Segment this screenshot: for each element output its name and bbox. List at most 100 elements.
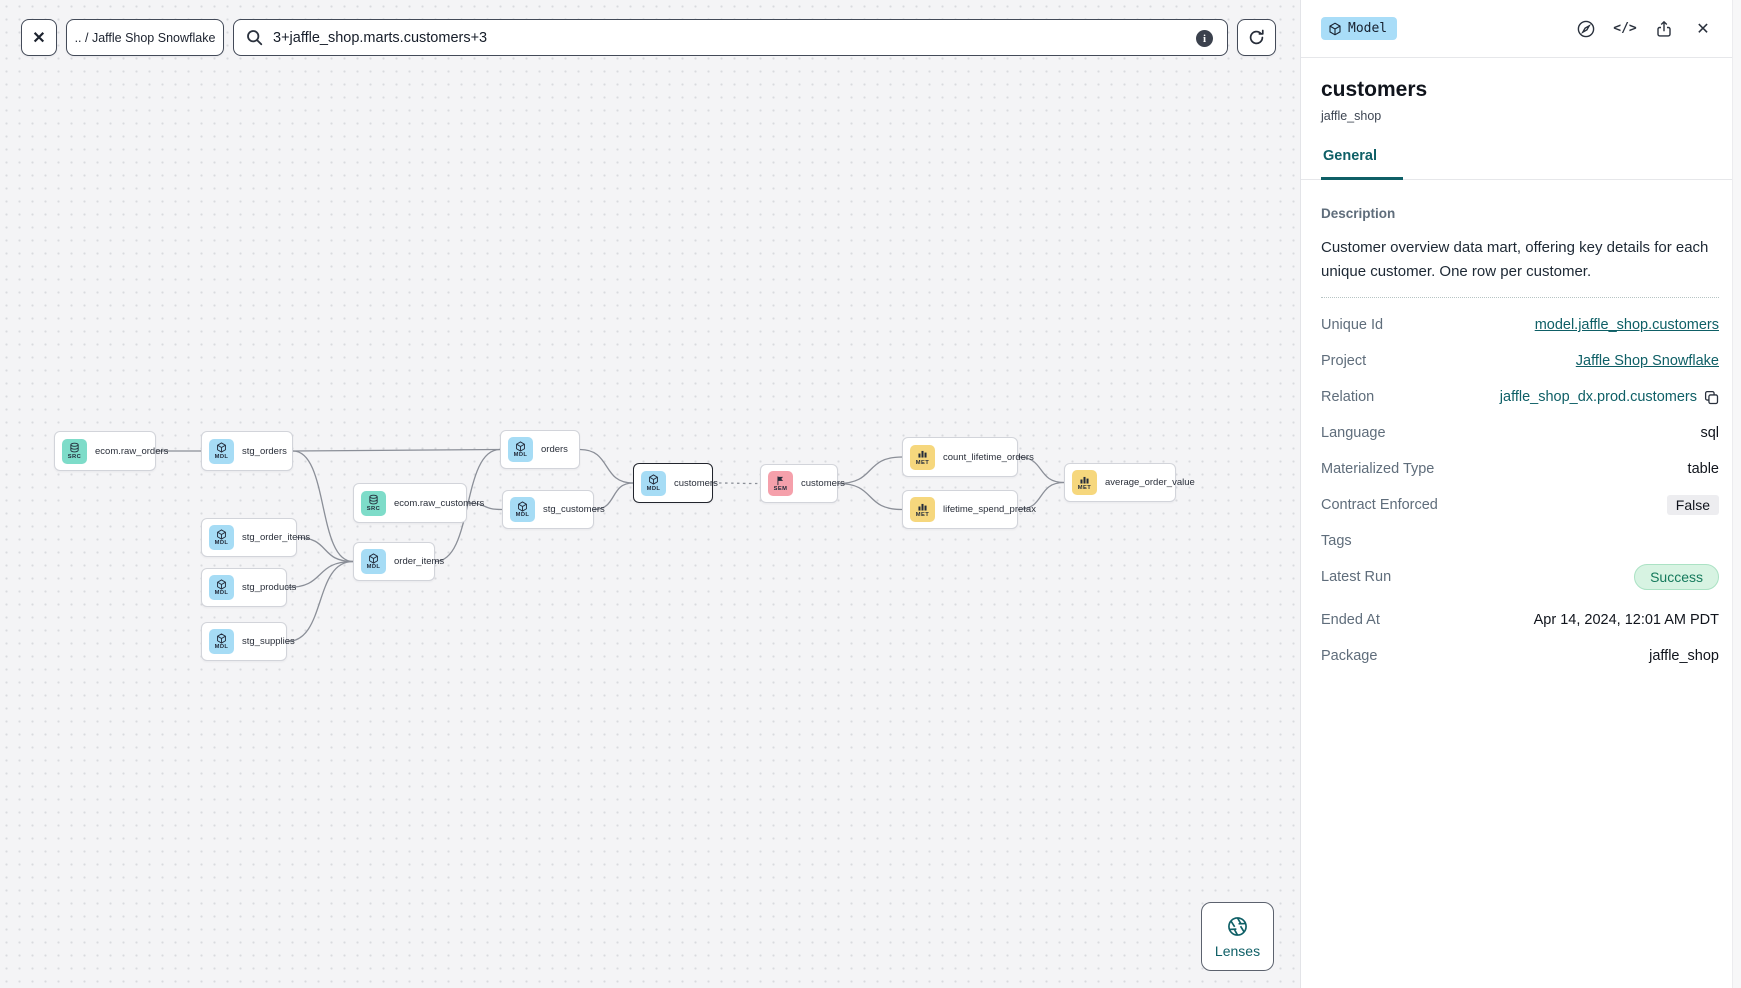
edge-customers_sem-to-count_lifetime bbox=[837, 456, 903, 485]
node-label: order_items bbox=[394, 556, 445, 567]
lenses-icon bbox=[1228, 916, 1247, 936]
graph-node-customers[interactable]: MDL customers bbox=[633, 463, 718, 503]
unique-id-link[interactable]: model.jaffle_shop.customers bbox=[1534, 317, 1719, 333]
detail-row-contract-enforced: Contract Enforced False bbox=[1321, 487, 1719, 523]
breadcrumb-label: .. / Jaffle Shop Snowflake bbox=[74, 30, 216, 45]
edge-raw_customers-to-stg_customers bbox=[466, 502, 503, 511]
section-divider bbox=[1321, 297, 1719, 298]
model-cube-icon bbox=[1329, 22, 1341, 35]
node-label: ecom.raw_customers bbox=[394, 497, 485, 509]
refresh-icon bbox=[1249, 29, 1264, 45]
node-label: stg_products bbox=[242, 582, 297, 593]
node-label: orders bbox=[541, 444, 568, 455]
contract-enforced-chip: False bbox=[1666, 495, 1719, 515]
metric-icon: MET bbox=[910, 444, 935, 470]
panel-header: Model </> ✕ bbox=[1301, 0, 1741, 58]
metric-icon: MET bbox=[910, 497, 935, 522]
lineage-canvas[interactable]: ✕ .. / Jaffle Shop Snowflake i Lenses SR… bbox=[0, 0, 1300, 988]
node-label: customers bbox=[674, 477, 718, 489]
source-icon: SRC bbox=[361, 490, 386, 516]
breadcrumb[interactable]: .. / Jaffle Shop Snowflake bbox=[66, 19, 224, 56]
detail-row-language: Language sql bbox=[1321, 415, 1719, 451]
edge-order_items-to-orders bbox=[434, 448, 501, 563]
model-icon: MDL bbox=[209, 525, 234, 550]
source-icon: SRC bbox=[62, 438, 87, 464]
details-panel: Model </> ✕ customers jaffle_shop Gener bbox=[1300, 0, 1741, 988]
tags-label: Tags bbox=[1321, 533, 1352, 549]
lineage-edges bbox=[155, 448, 1065, 643]
model-icon: MDL bbox=[209, 438, 234, 464]
contract-enforced-label: Contract Enforced bbox=[1321, 497, 1438, 513]
language-label: Language bbox=[1321, 425, 1386, 441]
node-label: ecom.raw_orders bbox=[95, 445, 169, 457]
model-icon: MDL bbox=[641, 470, 666, 496]
search-input[interactable] bbox=[273, 29, 1187, 46]
edge-stg_order_items-to-order_items bbox=[296, 536, 354, 563]
model-type-badge: Model bbox=[1321, 17, 1398, 40]
graph-node-order_items[interactable]: MDL order_items bbox=[353, 542, 444, 581]
node-label: stg_customers bbox=[543, 504, 605, 515]
model-icon: MDL bbox=[510, 497, 535, 522]
model-icon: MDL bbox=[361, 549, 386, 574]
graph-node-stg_customers[interactable]: MDL stg_customers bbox=[502, 490, 605, 529]
panel-tabs: General bbox=[1301, 147, 1741, 180]
page-subtitle: jaffle_shop bbox=[1321, 109, 1382, 123]
graph-node-orders[interactable]: MDL orders bbox=[500, 430, 580, 469]
ended-at-label: Ended At bbox=[1321, 612, 1380, 628]
project-link[interactable]: Jaffle Shop Snowflake bbox=[1575, 353, 1719, 369]
explore-lineage-icon[interactable] bbox=[1574, 17, 1598, 41]
page-title: customers bbox=[1321, 78, 1428, 101]
node-label: customers bbox=[801, 478, 845, 489]
graph-node-ecom.raw_customers[interactable]: SRC ecom.raw_customers bbox=[353, 483, 484, 523]
project-label: Project bbox=[1321, 353, 1367, 369]
node-label: lifetime_spend_pretax bbox=[943, 504, 1036, 515]
edge-stg_orders-to-order_items bbox=[292, 450, 354, 563]
refresh-button[interactable] bbox=[1237, 19, 1276, 56]
node-label: stg_supplies bbox=[242, 636, 295, 647]
lenses-button[interactable]: Lenses bbox=[1201, 902, 1274, 971]
edge-orders-to-customers bbox=[579, 448, 634, 484]
tab-general[interactable]: General bbox=[1321, 148, 1403, 180]
edge-stg_orders-to-orders bbox=[292, 448, 501, 452]
edge-customers_sem-to-lifetime_spend bbox=[837, 482, 903, 511]
copy-icon[interactable] bbox=[1704, 390, 1719, 405]
metric-icon: MET bbox=[1072, 470, 1097, 495]
materialized-type-label: Materialized Type bbox=[1321, 461, 1435, 477]
close-lineage-button[interactable]: ✕ bbox=[21, 19, 57, 56]
edge-lifetime_spend-to-avg_order_value bbox=[1017, 481, 1065, 511]
node-label: average_order_value bbox=[1105, 477, 1195, 488]
package-label: Package bbox=[1321, 648, 1378, 664]
graph-node-customers[interactable]: SEM customers bbox=[760, 464, 845, 503]
relation-label: Relation bbox=[1321, 389, 1375, 405]
selector-search[interactable]: i bbox=[233, 19, 1228, 56]
graph-node-ecom.raw_orders[interactable]: SRC ecom.raw_orders bbox=[54, 431, 168, 471]
unique-id-label: Unique Id bbox=[1321, 317, 1384, 333]
close-panel-icon[interactable]: ✕ bbox=[1696, 20, 1710, 38]
info-icon[interactable]: i bbox=[1196, 30, 1213, 47]
graph-node-average_order_value[interactable]: MET average_order_value bbox=[1064, 463, 1195, 502]
share-icon[interactable] bbox=[1652, 17, 1676, 41]
edge-customers-to-customers_sem bbox=[712, 482, 761, 485]
edge-stg_supplies-to-order_items bbox=[286, 560, 354, 643]
search-icon bbox=[247, 30, 263, 46]
edge-count_lifetime-to-avg_order_value bbox=[1017, 456, 1065, 484]
edge-stg_customers-to-customers bbox=[593, 482, 634, 511]
semantic-model-icon: SEM bbox=[768, 471, 793, 496]
language-value: sql bbox=[1700, 425, 1719, 441]
panel-scrollbar bbox=[1732, 0, 1741, 988]
materialized-type-value: table bbox=[1687, 461, 1719, 477]
edge-stg_products-to-order_items bbox=[286, 560, 354, 589]
view-code-icon[interactable]: </> bbox=[1613, 21, 1637, 36]
model-icon: MDL bbox=[508, 437, 533, 462]
detail-row-materialized-type: Materialized Type table bbox=[1321, 451, 1719, 487]
description-text: Customer overview data mart, offering ke… bbox=[1321, 239, 1709, 280]
graph-node-lifetime_spend_pretax[interactable]: MET lifetime_spend_pretax bbox=[902, 490, 1036, 529]
